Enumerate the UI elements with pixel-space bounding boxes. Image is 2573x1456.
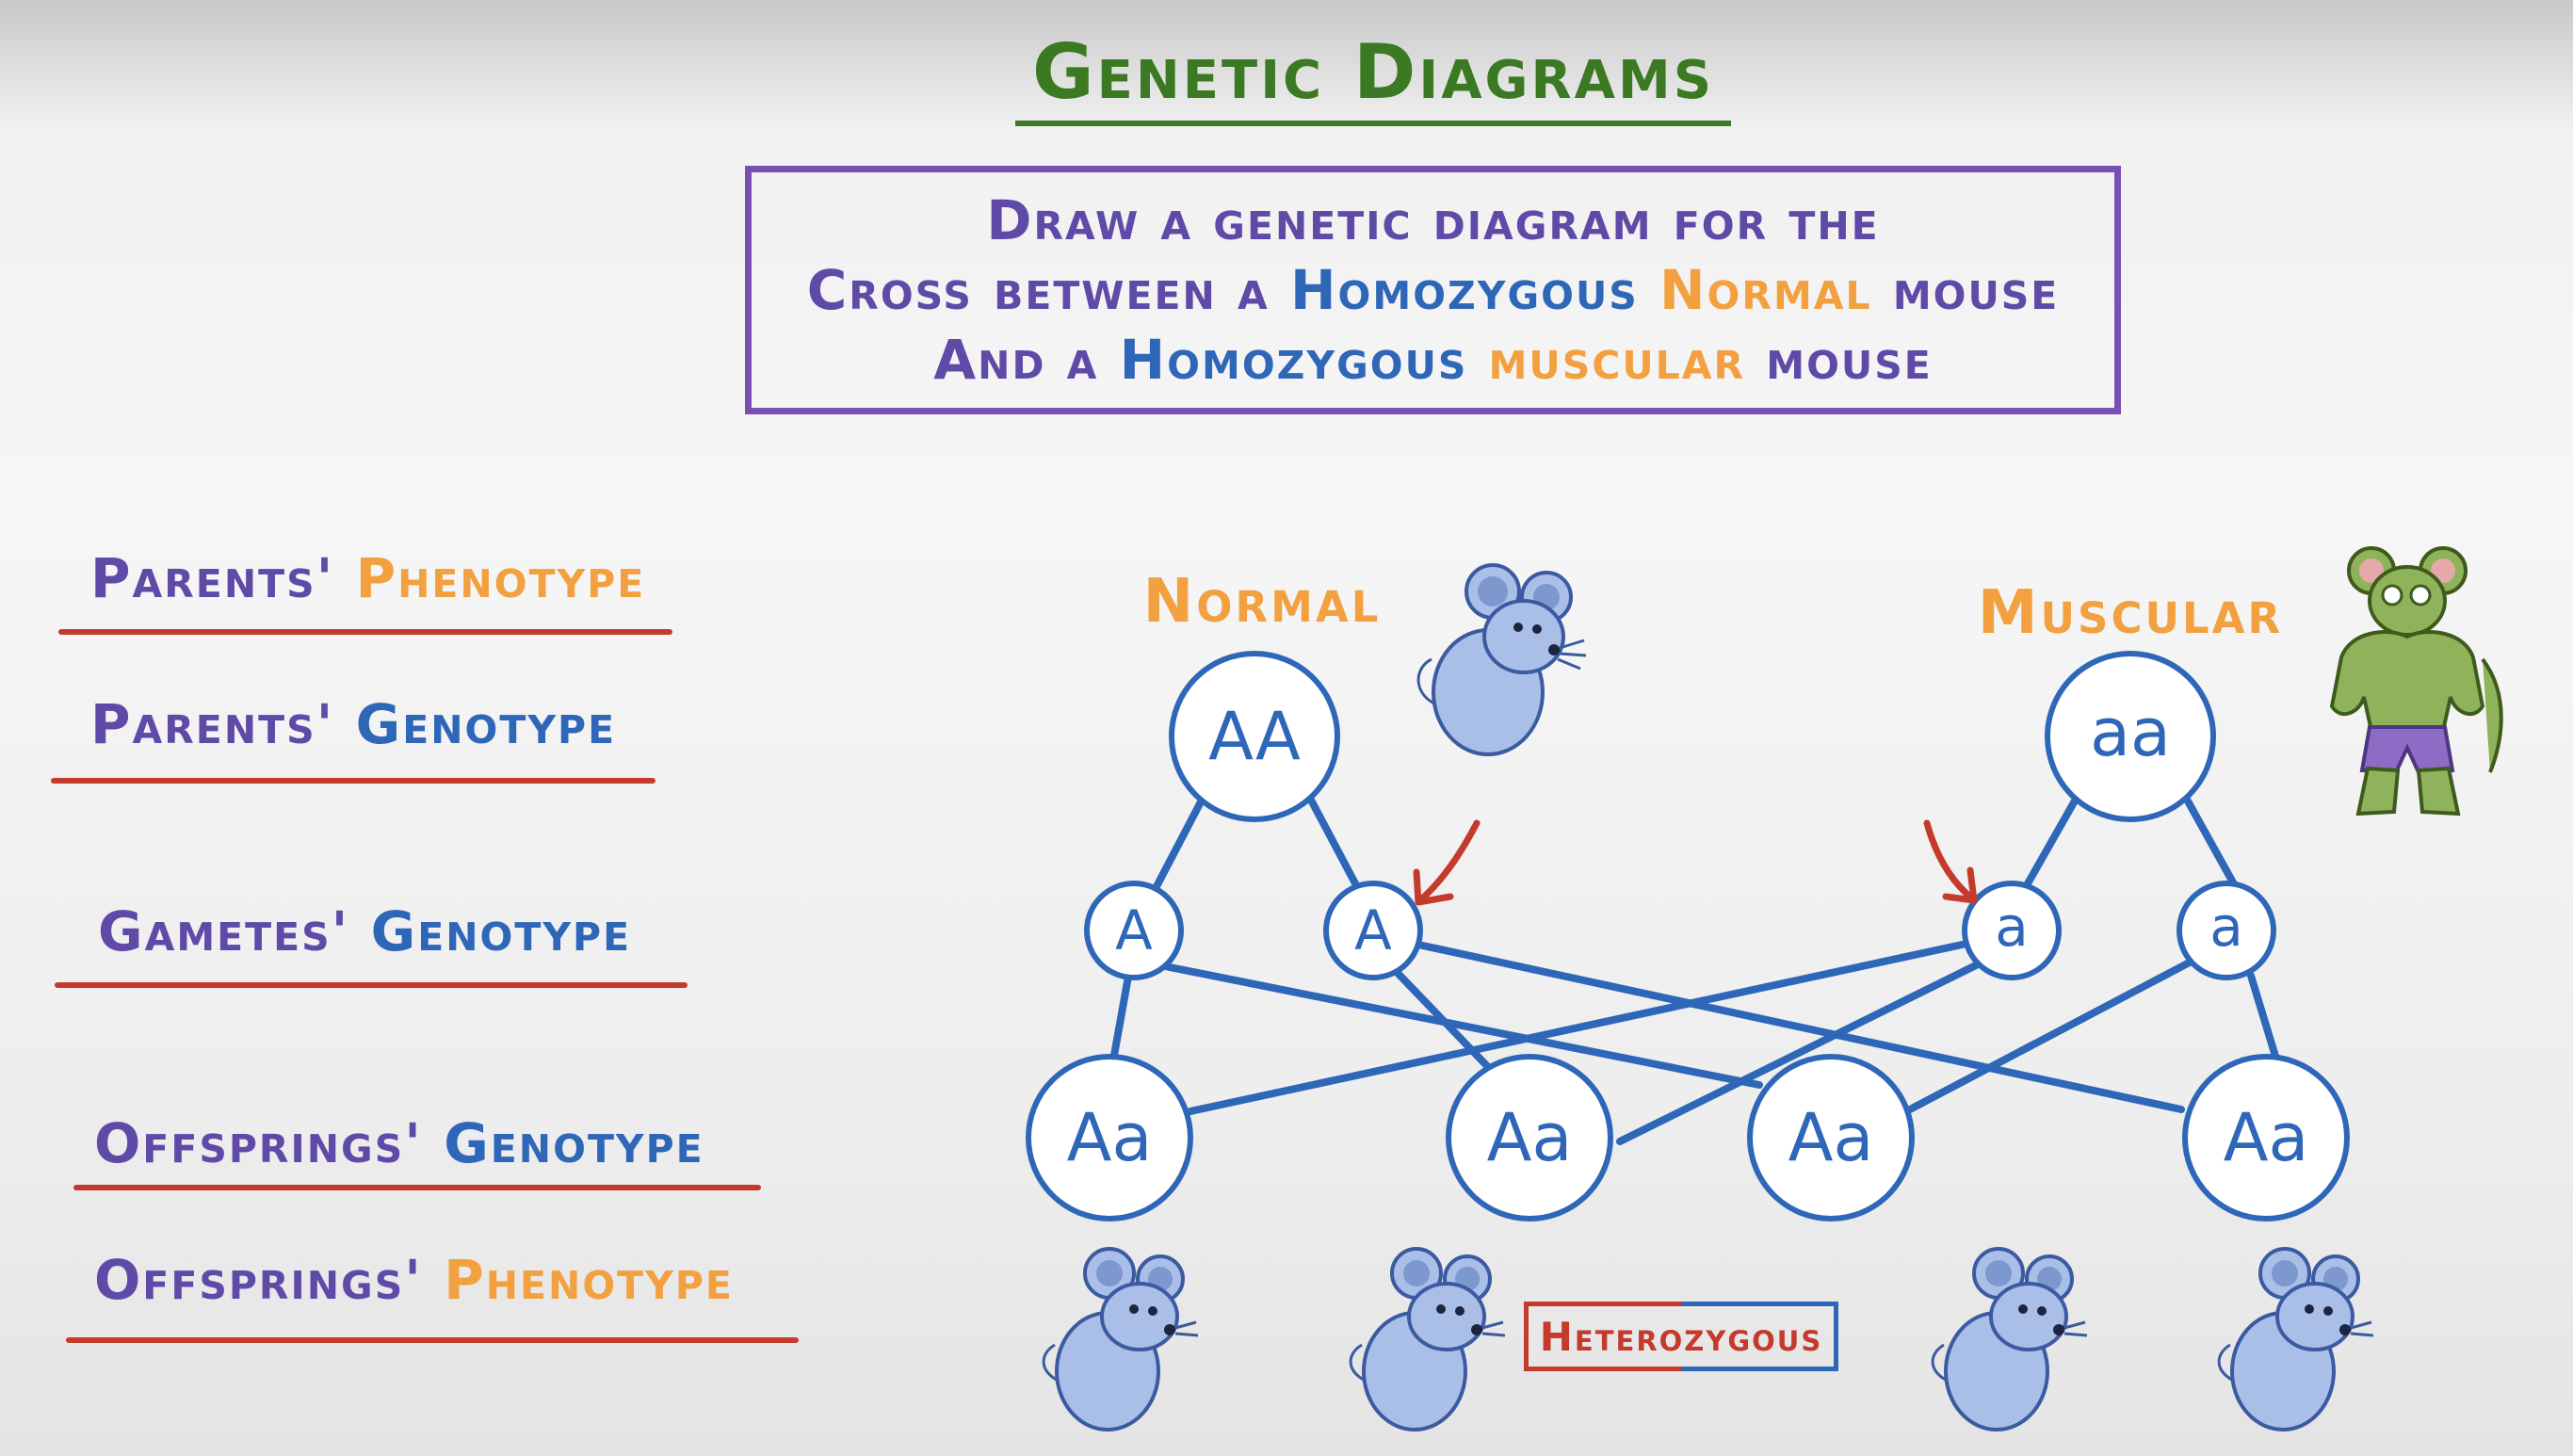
question-text: Cross between a	[806, 258, 1270, 322]
row-label-offsprings-phenotype: Offsprings' Phenotype	[94, 1248, 734, 1312]
edge-parent1-gamete2	[1302, 785, 1360, 889]
heterozygous-box	[1524, 1302, 1838, 1371]
question-line-3: And a Homozygous muscular mouse	[933, 325, 1933, 395]
gamete-allele: A	[1115, 898, 1153, 963]
edge-gamete3-offspring2	[1616, 959, 1985, 1145]
gamete-node: a	[1962, 881, 2062, 980]
edge-gamete2-offspring4	[1415, 941, 2185, 1113]
page-title: Genetic Diagrams	[1031, 28, 1715, 116]
parent-node-muscular: aa	[2045, 651, 2216, 822]
question-normal: Normal	[1659, 258, 1872, 322]
question-text: Draw a genetic diagram for the	[986, 188, 1880, 252]
row-label-parents-genotype: Parents' Genotype	[90, 692, 616, 756]
gamete-allele: a	[2209, 895, 2243, 959]
row-label-text: Parents'	[90, 546, 335, 610]
edge-parent2-gamete4	[2177, 785, 2241, 895]
row-label-text: Genotype	[370, 899, 632, 963]
normal-mouse-icon	[1416, 563, 1587, 756]
row-underline	[51, 778, 655, 784]
heterozygous-box-right	[1681, 1302, 1838, 1371]
offspring-node: Aa	[1026, 1054, 1193, 1221]
offspring-mouse-icon	[1931, 1247, 2088, 1432]
row-label-text: Phenotype	[355, 546, 646, 610]
row-label-text: Genotype	[444, 1111, 704, 1175]
row-label-text: Parents'	[90, 692, 335, 756]
question-line-1: Draw a genetic diagram for the	[986, 186, 1879, 255]
edge-gamete4-offspring4	[2247, 972, 2281, 1066]
gamete-node: a	[2177, 881, 2276, 980]
gamete-allele: a	[1995, 895, 2029, 959]
row-label-text: Offsprings'	[94, 1248, 423, 1312]
edge-parent1-gamete1	[1150, 785, 1211, 896]
muscular-mouse-icon	[2329, 546, 2503, 817]
edge-gamete1-offspring3	[1157, 962, 1763, 1089]
edge-gamete3-offspring1	[1187, 940, 1970, 1115]
offspring-node: Aa	[1747, 1054, 1915, 1221]
row-label-text: Genotype	[355, 692, 617, 756]
row-underline	[55, 982, 688, 988]
edge-gamete4-offspring3	[1906, 953, 2204, 1113]
question-text: And a	[933, 328, 1099, 392]
offspring-node: Aa	[1446, 1054, 1613, 1221]
question-text: mouse	[1766, 328, 1933, 392]
edge-parent2-gamete3	[2023, 785, 2085, 889]
heterozygous-box-left	[1524, 1302, 1681, 1371]
parent-genotype-muscular: aa	[2090, 694, 2171, 771]
question-homozygous: Homozygous	[1119, 328, 1468, 392]
row-underline	[58, 629, 672, 635]
title-underline	[1015, 121, 1731, 126]
gamete-node: A	[1084, 881, 1184, 980]
gamete-node: A	[1323, 881, 1423, 980]
row-label-offsprings-genotype: Offsprings' Genotype	[94, 1111, 704, 1175]
edge-gamete1-offspring1	[1109, 973, 1132, 1064]
row-underline	[66, 1337, 799, 1343]
offspring-genotype: Aa	[1067, 1099, 1153, 1176]
parent-node-normal: AA	[1169, 651, 1340, 822]
question-text: mouse	[1892, 258, 2060, 322]
parent-phenotype-normal: Normal	[1143, 567, 1382, 637]
red-arrow-icon	[1923, 819, 1978, 904]
parent-phenotype-muscular: Muscular	[1978, 578, 2283, 648]
row-label-text: Offsprings'	[94, 1111, 423, 1175]
offspring-node: Aa	[2182, 1054, 2350, 1221]
red-arrow-icon	[1413, 819, 1481, 906]
parent-genotype-normal: AA	[1208, 698, 1301, 775]
offspring-mouse-icon	[1349, 1247, 1506, 1432]
offspring-genotype: Aa	[1487, 1099, 1573, 1176]
question-box: Draw a genetic diagram for the Cross bet…	[745, 166, 2121, 414]
heterozygous-label: Heterozygous	[1539, 1313, 1823, 1360]
question-homozygous: Homozygous	[1290, 258, 1639, 322]
offspring-genotype: Aa	[2224, 1099, 2309, 1176]
row-label-text: Gametes'	[98, 899, 350, 963]
row-label-parents-phenotype: Parents' Phenotype	[90, 546, 645, 610]
question-line-2: Cross between a Homozygous Normal mouse	[807, 255, 2060, 325]
offspring-mouse-icon	[1042, 1247, 1199, 1432]
offspring-genotype: Aa	[1788, 1099, 1874, 1176]
row-underline	[73, 1185, 761, 1190]
offspring-mouse-icon	[2217, 1247, 2374, 1432]
gamete-allele: A	[1354, 898, 1392, 963]
question-muscular: muscular	[1488, 328, 1746, 392]
row-label-text: Phenotype	[444, 1248, 734, 1312]
row-label-gametes-genotype: Gametes' Genotype	[98, 899, 631, 963]
